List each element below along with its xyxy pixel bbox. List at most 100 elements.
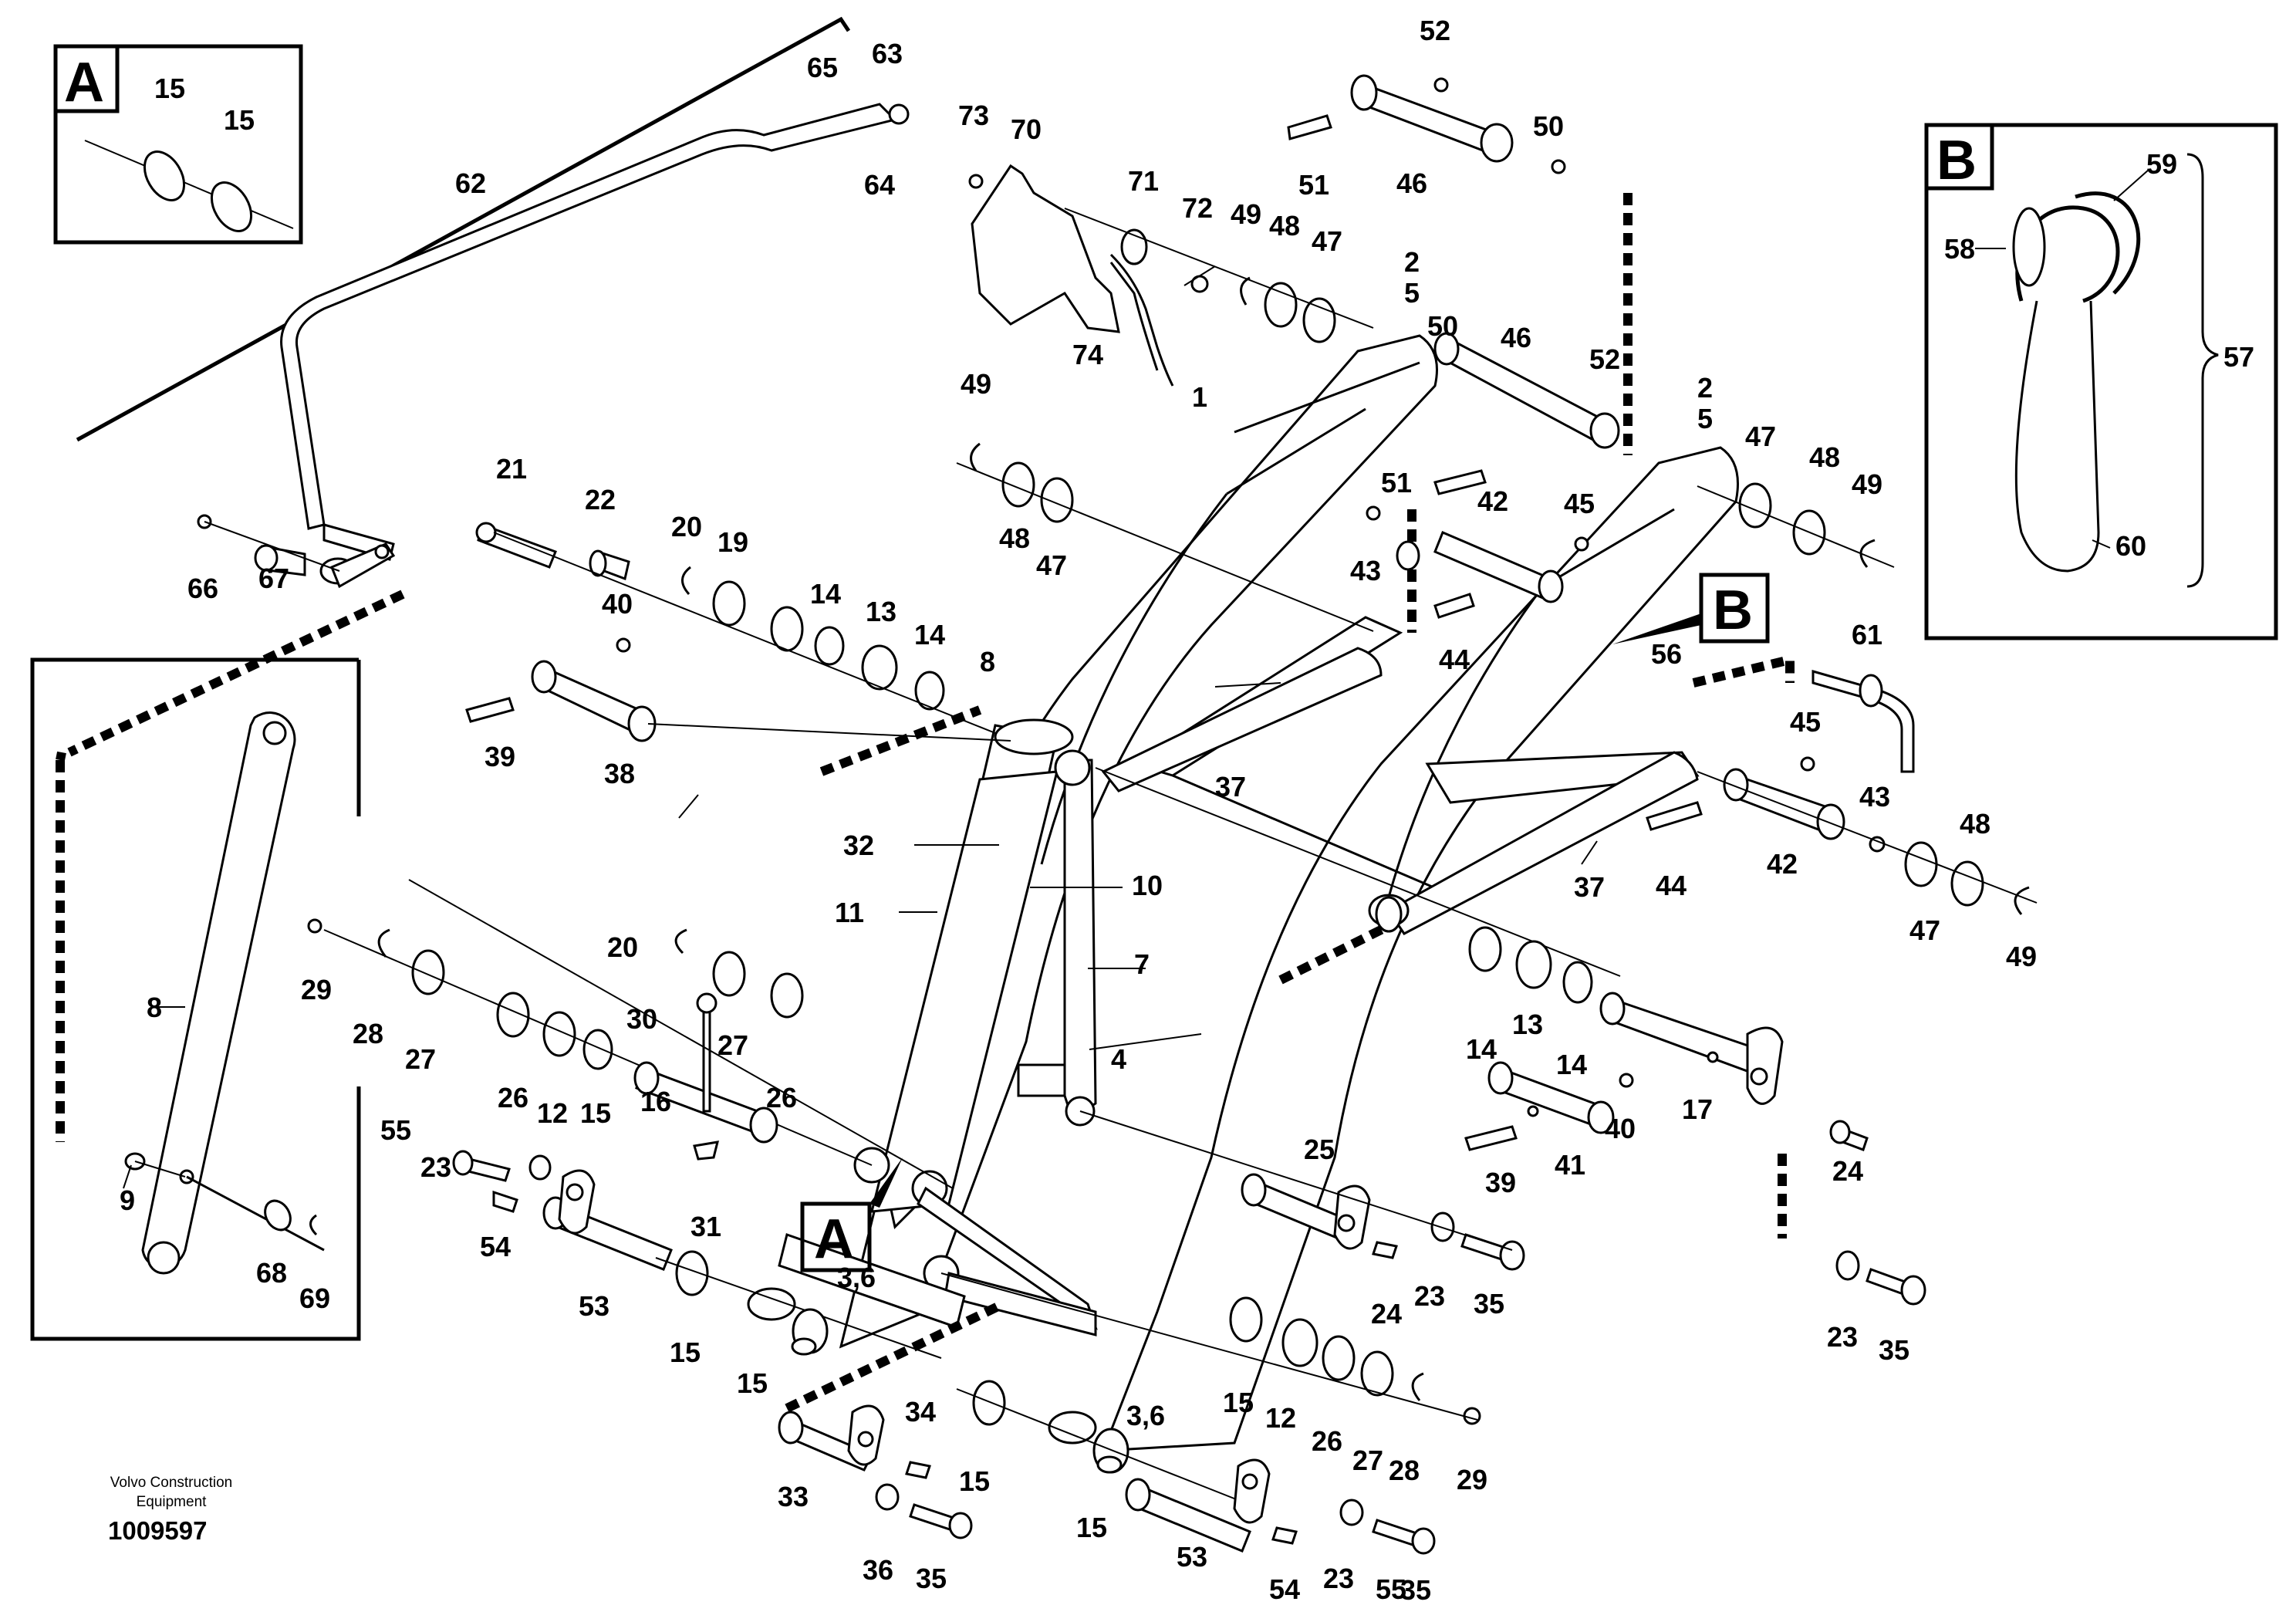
footer: Volvo Construction Equipment 1009597	[108, 1475, 232, 1545]
label-25: 25	[1304, 1134, 1335, 1165]
callout-a: A	[800, 1157, 903, 1272]
label-46b: 46	[1501, 322, 1531, 353]
label-26a: 26	[498, 1082, 528, 1113]
label-30: 30	[626, 1003, 657, 1035]
label-7: 7	[1134, 948, 1150, 980]
pins-and-hardware	[307, 74, 2038, 1555]
label-53b: 53	[1177, 1541, 1207, 1573]
label-5a: 5	[1404, 277, 1420, 309]
link-detail-box	[30, 657, 361, 1341]
label-3-6a: 3,6	[837, 1262, 876, 1293]
detail-b-label-58: 58	[1944, 233, 1975, 265]
label-17: 17	[1682, 1093, 1713, 1125]
label-27b: 27	[718, 1029, 748, 1061]
label-37b: 37	[1574, 871, 1605, 903]
label-20b: 20	[607, 931, 638, 963]
label-41: 41	[1555, 1149, 1585, 1181]
label-33: 33	[778, 1481, 809, 1512]
label-73: 73	[958, 100, 989, 131]
label-65: 65	[807, 52, 838, 83]
label-47c: 47	[1745, 421, 1776, 452]
company-line-1: Volvo Construction	[110, 1475, 232, 1491]
label-40b: 40	[1605, 1113, 1636, 1144]
label-31: 31	[690, 1211, 721, 1242]
label-12b: 12	[1265, 1402, 1296, 1434]
label-66: 66	[187, 573, 218, 604]
label-8b: 8	[147, 992, 162, 1023]
label-15f: 15	[1076, 1512, 1107, 1543]
label-52b: 52	[1589, 343, 1620, 375]
dashed-connectors	[67, 193, 1795, 1413]
label-36: 36	[863, 1554, 893, 1586]
label-32: 32	[843, 830, 874, 861]
label-19: 19	[718, 526, 748, 558]
label-48c: 48	[1809, 441, 1840, 473]
label-3-6b: 3,6	[1126, 1400, 1165, 1431]
svg-text:B: B	[1713, 580, 1753, 641]
detail-b-label-57: 57	[2223, 341, 2254, 373]
label-14c: 14	[1466, 1033, 1497, 1065]
label-62: 62	[455, 167, 486, 199]
label-20a: 20	[671, 511, 702, 542]
label-55a: 55	[380, 1114, 411, 1146]
label-26c: 26	[1312, 1425, 1342, 1457]
detail-view-a: A 15 15	[53, 44, 303, 245]
label-23a: 23	[420, 1151, 451, 1183]
label-27c: 27	[1352, 1445, 1383, 1476]
label-23b: 23	[1414, 1280, 1445, 1312]
figure-number: 1009597	[108, 1516, 207, 1545]
label-52a: 52	[1420, 15, 1450, 46]
label-15b: 15	[670, 1336, 701, 1368]
label-71: 71	[1128, 165, 1159, 197]
label-14d: 14	[1556, 1049, 1587, 1080]
label-29a: 29	[301, 974, 332, 1005]
label-51b: 51	[1381, 467, 1412, 498]
label-40a: 40	[602, 588, 633, 620]
label-54a: 54	[480, 1231, 511, 1262]
label-68: 68	[256, 1257, 287, 1289]
label-2b: 2	[1697, 372, 1713, 404]
label-13a: 13	[866, 596, 896, 627]
label-48a: 48	[1269, 210, 1300, 242]
label-45b: 45	[1790, 706, 1821, 738]
label-51a: 51	[1298, 169, 1329, 201]
label-39a: 39	[485, 741, 515, 772]
label-50a: 50	[1533, 110, 1564, 142]
company-line-2: Equipment	[137, 1494, 208, 1510]
label-12a: 12	[537, 1097, 568, 1129]
label-42b: 42	[1767, 848, 1798, 880]
label-53a: 53	[579, 1290, 609, 1322]
label-23c: 23	[1827, 1321, 1858, 1353]
label-22: 22	[585, 484, 616, 515]
label-26b: 26	[766, 1082, 797, 1113]
label-48d: 48	[1960, 808, 1990, 840]
label-15e: 15	[1223, 1387, 1254, 1418]
label-43a: 43	[1350, 555, 1381, 586]
detail-a-label-1: 15	[154, 73, 185, 104]
label-28a: 28	[353, 1018, 383, 1049]
label-24b: 24	[1832, 1155, 1863, 1187]
label-44a: 44	[1439, 644, 1470, 675]
label-72: 72	[1182, 192, 1213, 224]
hydraulic-pipe-62	[76, 16, 910, 589]
label-37a: 37	[1215, 771, 1246, 803]
label-47d: 47	[1909, 914, 1940, 946]
label-35a: 35	[916, 1563, 947, 1594]
label-38: 38	[604, 758, 635, 789]
label-15a: 15	[580, 1097, 611, 1129]
label-34: 34	[905, 1396, 936, 1428]
label-11: 11	[835, 897, 864, 928]
label-55b: 55	[1376, 1573, 1406, 1605]
leader-lines	[158, 265, 1598, 1050]
detail-b-label-60: 60	[2115, 530, 2146, 562]
label-39b: 39	[1485, 1167, 1516, 1198]
label-47a: 47	[1312, 225, 1342, 257]
label-15d: 15	[959, 1465, 990, 1497]
label-44b: 44	[1656, 870, 1687, 901]
label-24a: 24	[1371, 1298, 1402, 1330]
label-49c: 49	[1852, 468, 1882, 500]
detail-b-letter: B	[1936, 130, 1977, 191]
label-67: 67	[258, 563, 289, 594]
label-29b: 29	[1457, 1464, 1487, 1495]
label-14a: 14	[810, 578, 841, 610]
